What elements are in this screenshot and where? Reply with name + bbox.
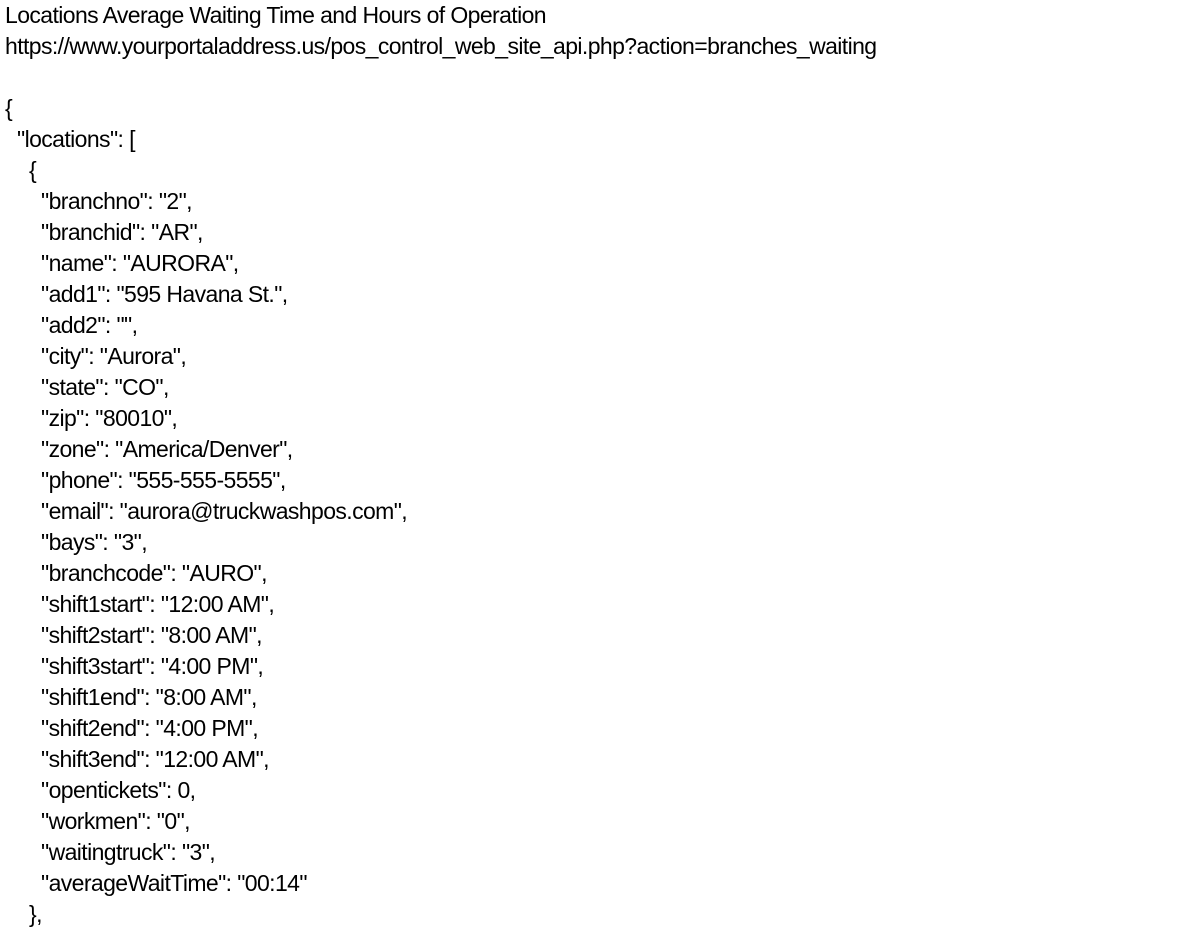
field-add1: "add1": "595 Havana St.", bbox=[41, 281, 288, 307]
blank-line bbox=[5, 62, 1175, 93]
field-shift3start: "shift3start": "4:00 PM", bbox=[41, 653, 264, 679]
json-document: Locations Average Waiting Time and Hours… bbox=[5, 0, 1175, 929]
field-bays: "bays": "3", bbox=[41, 529, 148, 555]
field-city: "city": "Aurora", bbox=[41, 343, 187, 369]
document-title: Locations Average Waiting Time and Hours… bbox=[5, 2, 547, 28]
json-open-brace: { bbox=[5, 95, 13, 121]
field-zip: "zip": "80010", bbox=[41, 405, 178, 431]
field-name: "name": "AURORA", bbox=[41, 250, 239, 276]
field-shift3end: "shift3end": "12:00 AM", bbox=[41, 746, 270, 772]
locations-key: "locations": [ bbox=[17, 126, 135, 152]
field-shift2start: "shift2start": "8:00 AM", bbox=[41, 622, 263, 648]
field-phone: "phone": "555-555-5555", bbox=[41, 467, 286, 493]
field-state: "state": "CO", bbox=[41, 374, 169, 400]
field-branchid: "branchid": "AR", bbox=[41, 219, 203, 245]
field-branchno: "branchno": "2", bbox=[41, 188, 193, 214]
field-waitingtruck: "waitingtruck": "3", bbox=[41, 839, 216, 865]
field-shift1start: "shift1start": "12:00 AM", bbox=[41, 591, 275, 617]
api-url: https://www.yourportaladdress.us/pos_con… bbox=[5, 33, 877, 59]
field-shift2end: "shift2end": "4:00 PM", bbox=[41, 715, 259, 741]
field-opentickets: "opentickets": 0, bbox=[41, 777, 196, 803]
field-shift1end: "shift1end": "8:00 AM", bbox=[41, 684, 257, 710]
field-email: "email": "aurora@truckwashpos.com", bbox=[41, 498, 408, 524]
field-add2: "add2": "", bbox=[41, 312, 138, 338]
field-zone: "zone": "America/Denver", bbox=[41, 436, 293, 462]
location-item-open: { bbox=[29, 157, 37, 183]
field-averagewaittime: "averageWaitTime": "00:14" bbox=[41, 870, 308, 896]
field-branchcode: "branchcode": "AURO", bbox=[41, 560, 267, 586]
field-workmen: "workmen": "0", bbox=[41, 808, 191, 834]
location-item-close: }, bbox=[29, 901, 42, 927]
